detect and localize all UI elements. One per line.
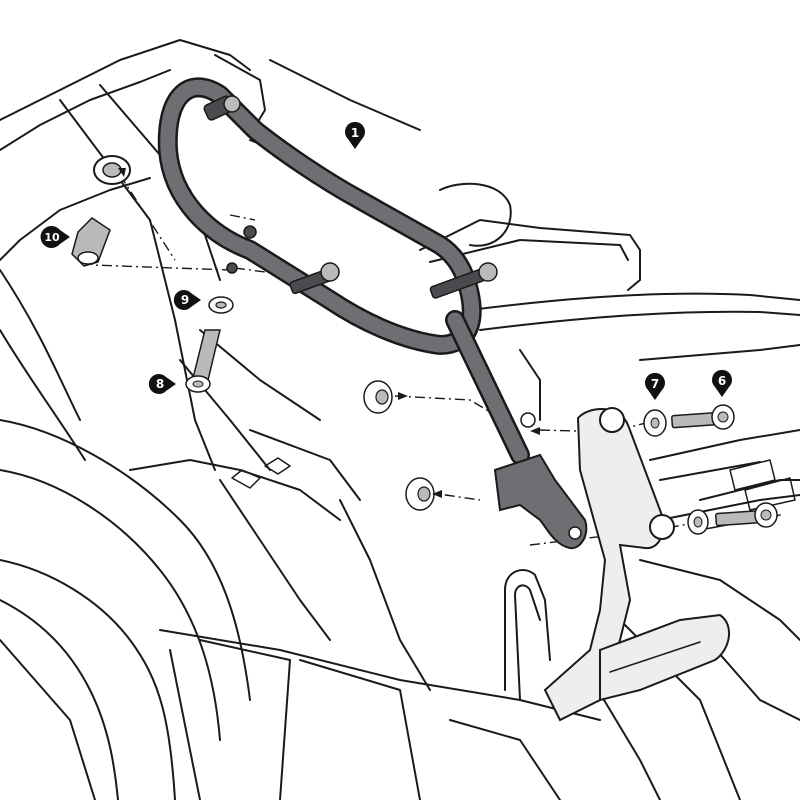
side-bracket <box>504 407 730 722</box>
stud-middle <box>289 262 340 295</box>
callout-7: 7 <box>645 372 665 400</box>
bolt-part-6-lower <box>715 502 778 528</box>
callout-10-label: 10 <box>44 231 60 244</box>
callout-8: 8 <box>148 374 176 394</box>
callout-7-label: 7 <box>651 377 659 391</box>
spacer-part-10 <box>71 217 111 267</box>
callout-1-label: 1 <box>351 126 359 140</box>
stud-right <box>429 262 498 299</box>
callout-1: 1 <box>345 121 365 149</box>
motorcycle-outline <box>0 39 800 800</box>
callout-9-label: 9 <box>181 293 189 307</box>
washer-part-7-lower <box>687 509 709 535</box>
callout-9: 9 <box>173 290 201 310</box>
stud-top-left <box>203 95 241 121</box>
callout-6-label: 6 <box>718 374 726 388</box>
rack-tube-part-1 <box>157 77 588 550</box>
grommet-lower <box>405 477 435 511</box>
grommet-upper <box>363 380 393 414</box>
bolt-part-8 <box>185 329 221 393</box>
callout-6: 6 <box>712 369 732 397</box>
stud-left-small <box>226 225 257 274</box>
grommet-top <box>93 155 131 185</box>
arrow-heads <box>118 168 540 498</box>
bolt-part-6-upper <box>671 404 735 430</box>
washer-part-7-upper <box>643 409 667 437</box>
washer-part-9 <box>208 296 234 314</box>
callout-8-label: 8 <box>156 377 164 391</box>
callout-10: 10 <box>40 226 70 248</box>
